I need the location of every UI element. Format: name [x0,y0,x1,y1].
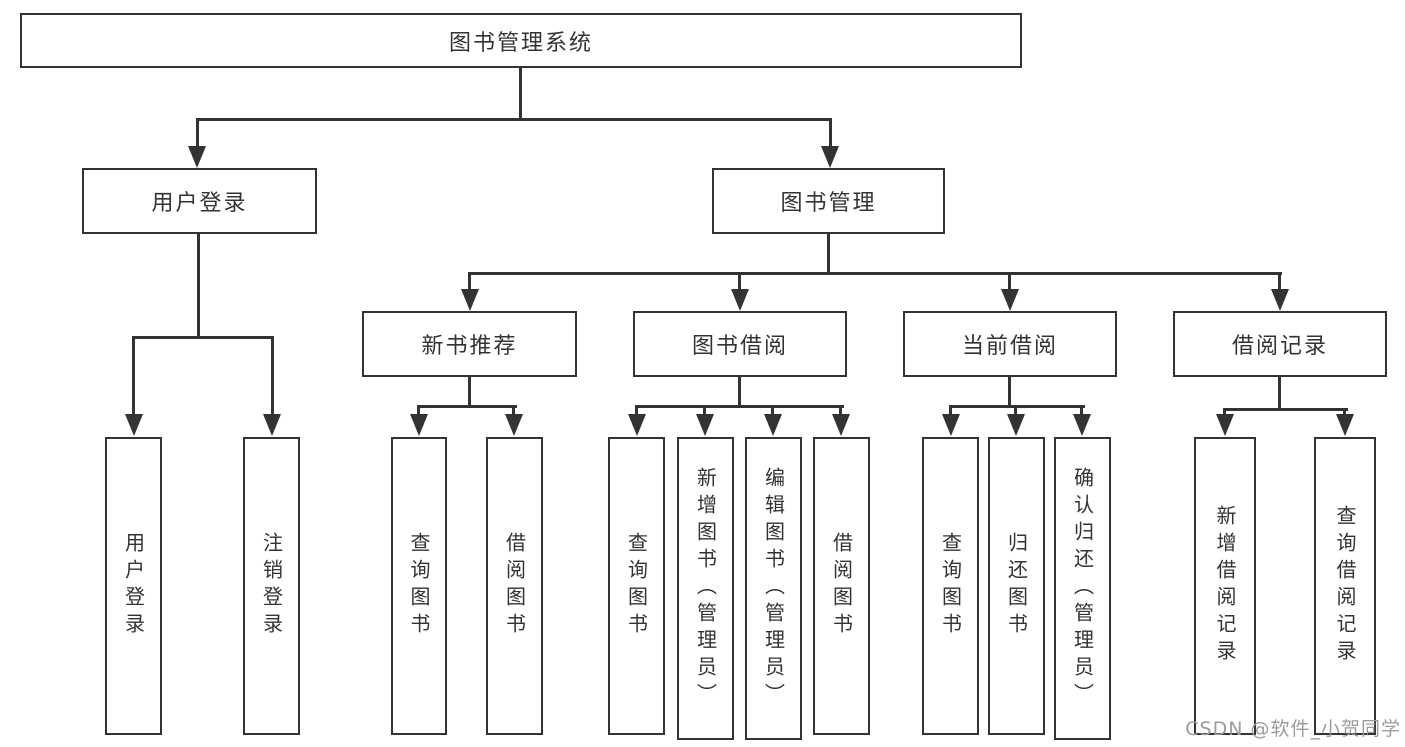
leaf-add-books-admin: 新增图书（管理员） [677,437,734,740]
node-current-borrowing-label: 当前借阅 [961,334,1058,359]
node-borrowing-records: 借阅记录 [1173,311,1387,377]
connector-borrowing-stem [738,377,741,405]
csdn-watermark: CSDN @软件_小贺同学 [1185,718,1401,740]
connector-recommend-drop-1 [417,405,420,414]
leaf-borrow-books: 借阅图书 [813,437,870,735]
connector-book-mgmt-bar [468,272,1282,275]
connector-book-mgmt-drop-4 [1278,272,1281,289]
connector-borrowing-bar [635,405,844,408]
leaf-logout-label: 注销登录 [259,532,284,640]
connector-current-bar [949,405,1085,408]
leaf-add-borrow-record: 新增借阅记录 [1194,437,1256,735]
arrow-down-icon [821,146,839,168]
leaf-current-query-books: 查询图书 [922,437,979,735]
node-current-borrowing: 当前借阅 [903,311,1117,377]
connector-recommend-stem [468,377,471,405]
node-root: 图书管理系统 [20,13,1022,68]
arrow-down-icon [628,414,646,436]
connector-root-bar [196,118,832,121]
connector-records-drop-2 [1343,408,1346,414]
leaf-confirm-return-admin: 确认归还（管理员） [1054,437,1111,740]
connector-current-drop-2 [1014,405,1017,414]
connector-book-mgmt-drop-3 [1008,272,1011,289]
leaf-edit-books-admin: 编辑图书（管理员） [745,437,802,740]
arrow-down-icon [1073,414,1091,436]
arrow-down-icon [731,289,749,311]
node-book-borrowing-label: 图书借阅 [691,334,788,359]
connector-borrowing-drop-4 [839,405,842,414]
leaf-add-borrow-record-label: 新增借阅记录 [1213,505,1237,667]
arrow-down-icon [764,414,782,436]
leaf-edit-books-admin-label: 编辑图书（管理员） [761,467,786,710]
connector-current-stem [1008,377,1011,405]
arrow-down-icon [263,414,281,436]
leaf-recommend-query-books: 查询图书 [391,437,447,735]
arrow-down-icon [461,289,479,311]
arrow-down-icon [1001,289,1019,311]
leaf-recommend-borrow-books-label: 借阅图书 [502,532,527,640]
leaf-add-books-admin-label: 新增图书（管理员） [693,467,718,710]
arrow-down-icon [125,414,143,436]
connector-borrowing-drop-2 [703,405,706,414]
arrow-down-icon [1271,289,1289,311]
leaf-current-query-books-label: 查询图书 [938,532,963,640]
arrow-down-icon [832,414,850,436]
connector-current-drop-1 [949,405,952,414]
leaf-borrowing-query-books-label: 查询图书 [624,532,649,640]
leaf-user-login: 用户登录 [105,437,162,735]
node-user-login-label: 用户登录 [151,191,248,216]
connector-user-login-drop-1 [132,336,135,414]
connector-borrowing-drop-3 [771,405,774,414]
connector-user-login-stem [197,233,200,336]
leaf-recommend-borrow-books: 借阅图书 [486,437,543,735]
node-book-management: 图书管理 [712,168,945,234]
arrow-down-icon [696,414,714,436]
connector-recommend-bar [417,405,517,408]
node-book-management-label: 图书管理 [780,191,877,216]
connector-root-drop-right [829,118,832,148]
leaf-return-books: 归还图书 [988,437,1045,735]
arrow-down-icon [1336,414,1354,436]
node-user-login: 用户登录 [82,168,317,234]
leaf-user-login-label: 用户登录 [121,532,146,640]
connector-records-stem [1278,377,1281,408]
connector-borrowing-drop-1 [635,405,638,414]
connector-book-mgmt-stem [827,233,830,272]
leaf-return-books-label: 归还图书 [1004,532,1029,640]
arrow-down-icon [410,414,428,436]
arrow-down-icon [1007,414,1025,436]
connector-book-mgmt-drop-2 [738,272,741,289]
arrow-down-icon [1216,414,1234,436]
connector-records-bar [1223,408,1348,411]
node-new-book-recommend-label: 新书推荐 [421,334,518,359]
leaf-borrowing-query-books: 查询图书 [608,437,665,735]
leaf-confirm-return-admin-label: 确认归还（管理员） [1070,467,1095,710]
connector-records-drop-1 [1223,408,1226,414]
connector-root-drop-left [196,118,199,148]
node-new-book-recommend: 新书推荐 [362,311,577,377]
node-root-label: 图书管理系统 [448,30,593,56]
node-book-borrowing: 图书借阅 [633,311,847,377]
connector-recommend-drop-2 [512,405,515,414]
node-borrowing-records-label: 借阅记录 [1231,334,1328,359]
leaf-query-borrow-record: 查询借阅记录 [1314,437,1376,735]
leaf-query-borrow-record-label: 查询借阅记录 [1333,505,1357,667]
arrow-down-icon [942,414,960,436]
leaf-borrow-books-label: 借阅图书 [829,532,854,640]
leaf-recommend-query-books-label: 查询图书 [407,532,431,640]
arrow-down-icon [188,146,206,168]
connector-user-login-bar [132,336,274,339]
connector-root-stem [519,68,522,118]
connector-book-mgmt-drop-1 [468,272,471,289]
connector-user-login-drop-2 [271,336,274,414]
connector-current-drop-3 [1080,405,1083,414]
leaf-logout: 注销登录 [243,437,300,735]
arrow-down-icon [505,414,523,436]
